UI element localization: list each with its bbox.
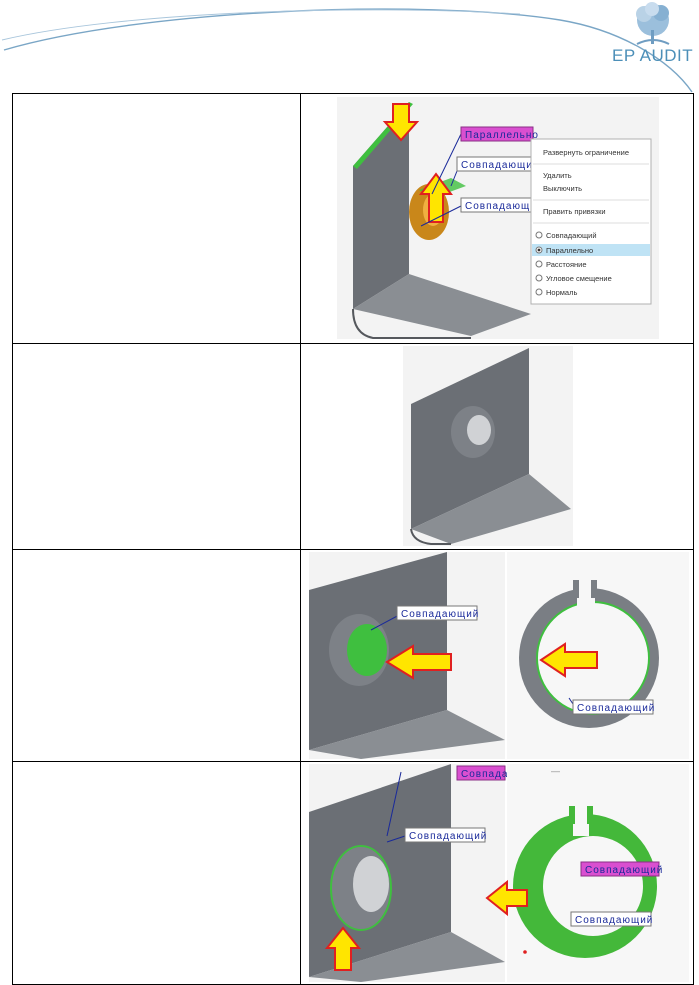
label-coincident: Совпадающий [401,609,479,620]
text-cell [12,93,301,344]
figure-assembled-bracket [301,344,693,549]
table-row: Совпада Совпадающий — Совпадающий Совпад… [12,761,694,985]
menu-item-expand[interactable]: Развернуть ограничение [543,148,629,157]
image-cell [300,343,694,550]
context-menu[interactable]: Развернуть ограничение Удалить Выключить… [530,138,652,305]
label-coincident: Совпадающий [577,703,655,714]
logo-tree-icon [636,2,670,45]
label-parallel: Параллельно [465,130,539,141]
label-coincident: Совпадающий [465,201,543,212]
label-coincident: Совпадающий [461,160,539,171]
image-cell: Совпада Совпадающий — Совпадающий Совпад… [300,761,694,985]
menu-option-angle-offset[interactable]: Угловое смещение [546,274,612,283]
menu-option-coincident[interactable]: Совпадающий [546,231,597,240]
table-row [12,343,694,550]
menu-item-edit-refs[interactable]: Править привязки [543,207,606,216]
toolbar-mark: — [551,766,560,776]
instruction-table: Параллельно Совпадающий Совпадающий Разв… [12,93,694,985]
label-coincident: Совпадающий [409,831,487,842]
menu-option-normal[interactable]: Нормаль [546,288,577,297]
image-cell: Параллельно Совпадающий Совпадающий Разв… [300,93,694,344]
menu-option-distance[interactable]: Расстояние [546,260,587,269]
menu-item-disable[interactable]: Выключить [543,184,582,193]
label-coincident-cut: Совпада [461,769,508,780]
label-coincident: Совпадающий [575,915,653,926]
text-cell [12,549,301,762]
menu-option-parallel[interactable]: Параллельно [546,246,593,255]
label-coincident: Совпадающий [585,865,663,876]
image-cell: Совпадающий Совпадающий [300,549,694,762]
table-row: Совпадающий Совпадающий [12,549,694,762]
menu-item-delete[interactable]: Удалить [543,171,572,180]
text-cell [12,343,301,550]
figure-parallel-constraint: Параллельно Совпадающий Совпадающий Разв… [301,94,693,343]
figure-coincident-ring-mated: Совпада Совпадающий — Совпадающий Совпад… [301,762,693,984]
header-decoration [1,8,693,93]
logo-text: EP AUDIT [612,46,694,65]
table-row: Параллельно Совпадающий Совпадающий Разв… [12,93,694,344]
text-cell [12,761,301,985]
figure-coincident-ring: Совпадающий Совпадающий [301,550,693,761]
